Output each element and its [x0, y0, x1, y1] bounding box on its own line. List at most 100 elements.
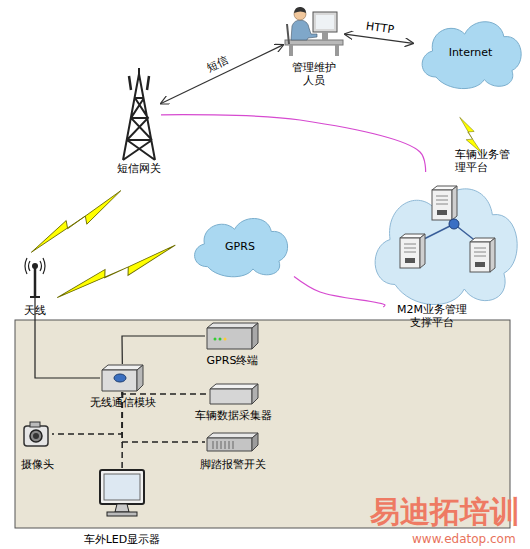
alarm-switch	[207, 438, 252, 451]
camera-icon	[30, 422, 40, 427]
data-collector	[210, 384, 258, 389]
link-label: 车辆业务管理平台	[455, 148, 513, 174]
gateway-tower: 短信网关	[117, 68, 161, 160]
camera-icon: 摄像头	[22, 420, 52, 448]
edge-label: HTTP	[366, 19, 396, 36]
camera-icon	[30, 430, 42, 442]
alarm-switch	[252, 433, 258, 451]
led-display	[107, 512, 137, 516]
radio-module	[102, 370, 137, 391]
node-label: 脚踏报警开关	[195, 458, 270, 471]
gateway-tower	[123, 74, 155, 160]
platform-cloud	[432, 186, 457, 220]
terminal-device: GPRS终端	[205, 322, 260, 350]
connector-line	[122, 392, 208, 394]
data-collector	[208, 383, 260, 405]
platform-cloud	[437, 210, 447, 215]
terminal-device	[219, 338, 222, 341]
alarm-switch	[205, 432, 260, 452]
platform-cloud	[362, 172, 527, 307]
connector-line	[122, 336, 205, 364]
led-display	[115, 504, 129, 512]
data-link	[161, 115, 426, 172]
node-label: 车辆数据采集器	[188, 409, 278, 422]
alarm-switch: 脚踏报警开关	[205, 432, 260, 452]
gprs-cloud: GPRS	[186, 210, 294, 278]
camera-icon	[22, 420, 52, 448]
watermark: 易迪拓培训	[370, 496, 530, 528]
alarm-switch	[213, 441, 233, 449]
platform-cloud	[420, 234, 425, 268]
led-display: 车外LED显示器	[97, 468, 147, 518]
node-label: 天线	[18, 304, 52, 317]
platform-cloud	[432, 190, 452, 220]
operator-icon	[283, 4, 345, 56]
led-display	[104, 474, 140, 500]
antenna-icon	[32, 263, 38, 269]
radio-module	[100, 364, 145, 392]
platform-cloud	[449, 219, 459, 229]
terminal-device	[214, 338, 217, 341]
terminal-device	[224, 338, 227, 341]
platform-cloud: M2M业务管理支撑平台	[362, 172, 527, 307]
antenna-icon	[30, 296, 40, 298]
terminal-device	[207, 323, 258, 328]
node-label: 无线通信模块	[80, 396, 165, 409]
operator-icon	[316, 15, 334, 29]
node-label: GPRS终端	[200, 354, 265, 367]
radio-module	[137, 365, 143, 391]
terminal-device	[252, 323, 258, 349]
antenna-icon	[24, 256, 46, 298]
operator-icon: 管理维护人员	[283, 4, 345, 56]
connector-line	[345, 34, 413, 43]
operator-icon	[313, 12, 337, 32]
gateway-tower	[123, 68, 155, 160]
lightning-bolt	[52, 245, 180, 298]
node-label: 管理维护人员	[291, 61, 337, 87]
led-display	[100, 470, 144, 504]
camera-icon	[33, 433, 39, 439]
antenna-icon	[25, 258, 45, 274]
platform-cloud	[475, 262, 485, 267]
radio-module	[102, 365, 143, 370]
platform-cloud	[405, 258, 415, 263]
platform-cloud	[375, 189, 517, 305]
platform-cloud	[400, 238, 420, 268]
node-label: Internet	[413, 46, 528, 59]
platform-cloud	[470, 242, 490, 272]
terminal-device	[205, 322, 260, 350]
node-label: M2M业务管理支撑平台	[396, 303, 468, 329]
operator-icon	[335, 45, 339, 56]
operator-icon	[294, 7, 306, 13]
platform-cloud	[400, 234, 425, 268]
operator-icon	[322, 32, 328, 40]
antenna-icon	[34, 268, 37, 296]
gateway-tower	[117, 68, 161, 160]
operator-icon	[285, 40, 343, 45]
operator-icon	[291, 20, 317, 40]
node-label: 车外LED显示器	[72, 533, 172, 546]
led-display	[97, 468, 147, 518]
platform-cloud	[436, 196, 448, 204]
gateway-tower	[129, 76, 149, 90]
camera-icon	[24, 426, 48, 446]
platform-cloud	[452, 186, 457, 220]
platform-cloud	[470, 238, 495, 272]
operator-icon	[289, 45, 293, 56]
node-label: 短信网关	[109, 162, 169, 175]
node-label: GPRS	[186, 240, 294, 253]
platform-cloud	[404, 244, 416, 252]
alarm-switch	[207, 433, 258, 438]
platform-cloud	[474, 248, 486, 256]
connector-line	[161, 45, 283, 104]
watermark-url: www.edatop.com	[412, 532, 527, 546]
edge-label: 短信	[205, 54, 230, 75]
platform-cloud	[490, 238, 495, 272]
node-label: 摄像头	[14, 458, 60, 471]
terminal-device	[207, 328, 252, 349]
lightning-bolt	[24, 191, 129, 253]
gateway-tower	[138, 68, 140, 76]
operator-icon	[287, 24, 289, 44]
antenna-icon: 天线	[24, 256, 46, 298]
